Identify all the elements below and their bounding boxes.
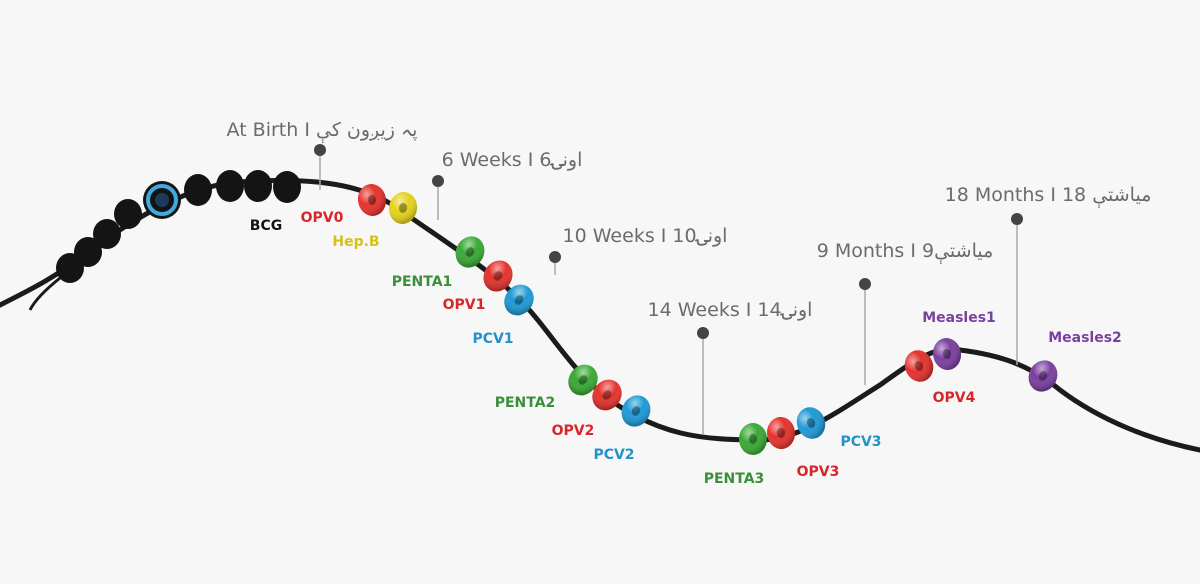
vaccine-bead <box>621 395 651 427</box>
milestone-dot <box>1011 213 1023 225</box>
string-tail <box>28 276 61 311</box>
evil-eye-pupil <box>155 193 169 207</box>
milestone-label: 9 Months I 9میاشتې <box>817 240 994 265</box>
milestone-18-months: 18 Months I 18 میاشتې <box>945 184 1152 365</box>
vaccine-bead <box>388 192 418 224</box>
bead-hole <box>602 390 612 400</box>
milestone-6-weeks: 6 Weeks I 6اونۍ <box>432 149 582 220</box>
bead-shine <box>504 284 534 316</box>
bead-hole <box>942 349 952 359</box>
vaccine-label-measles2: Measles2 <box>1048 330 1122 346</box>
vaccine-label-opv3: OPV3 <box>797 464 840 480</box>
milestone-9-months: 9 Months I 9میاشتې <box>817 240 994 385</box>
milestone-label: 18 Months I 18 میاشتې <box>945 184 1152 209</box>
black-bead <box>93 219 121 249</box>
vaccine-bead <box>592 379 622 411</box>
vaccine-label-opv0: OPV0 <box>301 210 344 226</box>
milestone-label: At Birth I پہ زیږون کې <box>227 119 418 144</box>
milestone-14-weeks: 14 Weeks I 14اونۍ <box>648 299 813 435</box>
milestone-dot <box>432 175 444 187</box>
vaccine-label-hepb: Hep.B <box>332 234 379 250</box>
vaccine-bead <box>455 236 485 268</box>
vaccine-label-penta3: PENTA3 <box>704 471 765 487</box>
vaccine-label-opv4: OPV4 <box>933 390 976 406</box>
vaccine-bead <box>568 364 598 396</box>
vaccine-bead <box>932 338 962 370</box>
bead-hole <box>578 375 588 385</box>
vaccine-bead <box>796 407 826 439</box>
vaccine-label-opv1: OPV1 <box>443 297 486 313</box>
bead-shine <box>932 338 962 370</box>
bead-hole <box>367 195 377 205</box>
black-bead <box>244 170 272 202</box>
vaccine-label-pcv3: PCV3 <box>840 434 881 450</box>
bead-shine <box>796 407 826 439</box>
milestone-10-weeks: 10 Weeks I 10اونۍ <box>549 225 727 275</box>
vaccine-label-pcv1: PCV1 <box>472 331 513 347</box>
bead-hole <box>749 434 757 444</box>
milestone-dot <box>859 278 871 290</box>
black-bead <box>216 170 244 202</box>
bead-hole <box>493 271 503 281</box>
bead-hole <box>514 295 524 305</box>
vaccine-label-penta1: PENTA1 <box>392 274 453 290</box>
vaccine-bead <box>1028 360 1058 392</box>
bead-hole <box>776 428 786 438</box>
milestone-dot <box>549 251 561 263</box>
bead-shine <box>568 364 598 396</box>
evil-eye-ring <box>146 184 178 216</box>
vaccine-bead <box>904 350 934 382</box>
milestone-at-birth: At Birth I پہ زیږون کې <box>227 119 418 190</box>
black-bead <box>74 237 102 267</box>
milestone-dot <box>697 327 709 339</box>
bead-hole <box>1038 371 1048 381</box>
bead-shine <box>739 423 767 455</box>
vaccine-label-pcv2: PCV2 <box>593 447 634 463</box>
milestone-dot <box>314 144 326 156</box>
bead-shine <box>621 395 651 427</box>
vaccine-label-penta2: PENTA2 <box>495 395 556 411</box>
black-bead <box>273 171 301 203</box>
vaccine-label-measles1: Measles1 <box>922 310 996 326</box>
bead-shine <box>904 350 934 382</box>
bead-hole <box>631 406 641 416</box>
bead-hole <box>465 247 475 257</box>
vaccine-label-bcg: BCG <box>250 218 282 234</box>
milestone-label: 6 Weeks I 6اونۍ <box>442 149 583 171</box>
bead-shine <box>455 236 485 268</box>
bead-shine <box>483 260 513 292</box>
vaccine-bead <box>504 284 534 316</box>
bead-shine <box>388 192 418 224</box>
black-bead <box>114 199 142 229</box>
bead-hole <box>806 418 816 428</box>
vaccine-bead <box>766 417 796 449</box>
vaccine-bead <box>739 423 767 455</box>
milestone-label: 14 Weeks I 14اونۍ <box>648 299 813 321</box>
bead-shine <box>766 417 796 449</box>
bead-hole <box>398 203 408 213</box>
black-bead-cluster <box>56 170 301 283</box>
bead-shine <box>592 379 622 411</box>
bead-shine <box>357 184 387 216</box>
bead-shine <box>1028 360 1058 392</box>
vaccine-label-opv2: OPV2 <box>552 423 595 439</box>
vaccine-bead <box>483 260 513 292</box>
bead-hole <box>914 361 924 371</box>
milestone-label: 10 Weeks I 10اونۍ <box>563 225 728 247</box>
vaccine-bead <box>357 184 387 216</box>
black-bead <box>184 174 212 206</box>
